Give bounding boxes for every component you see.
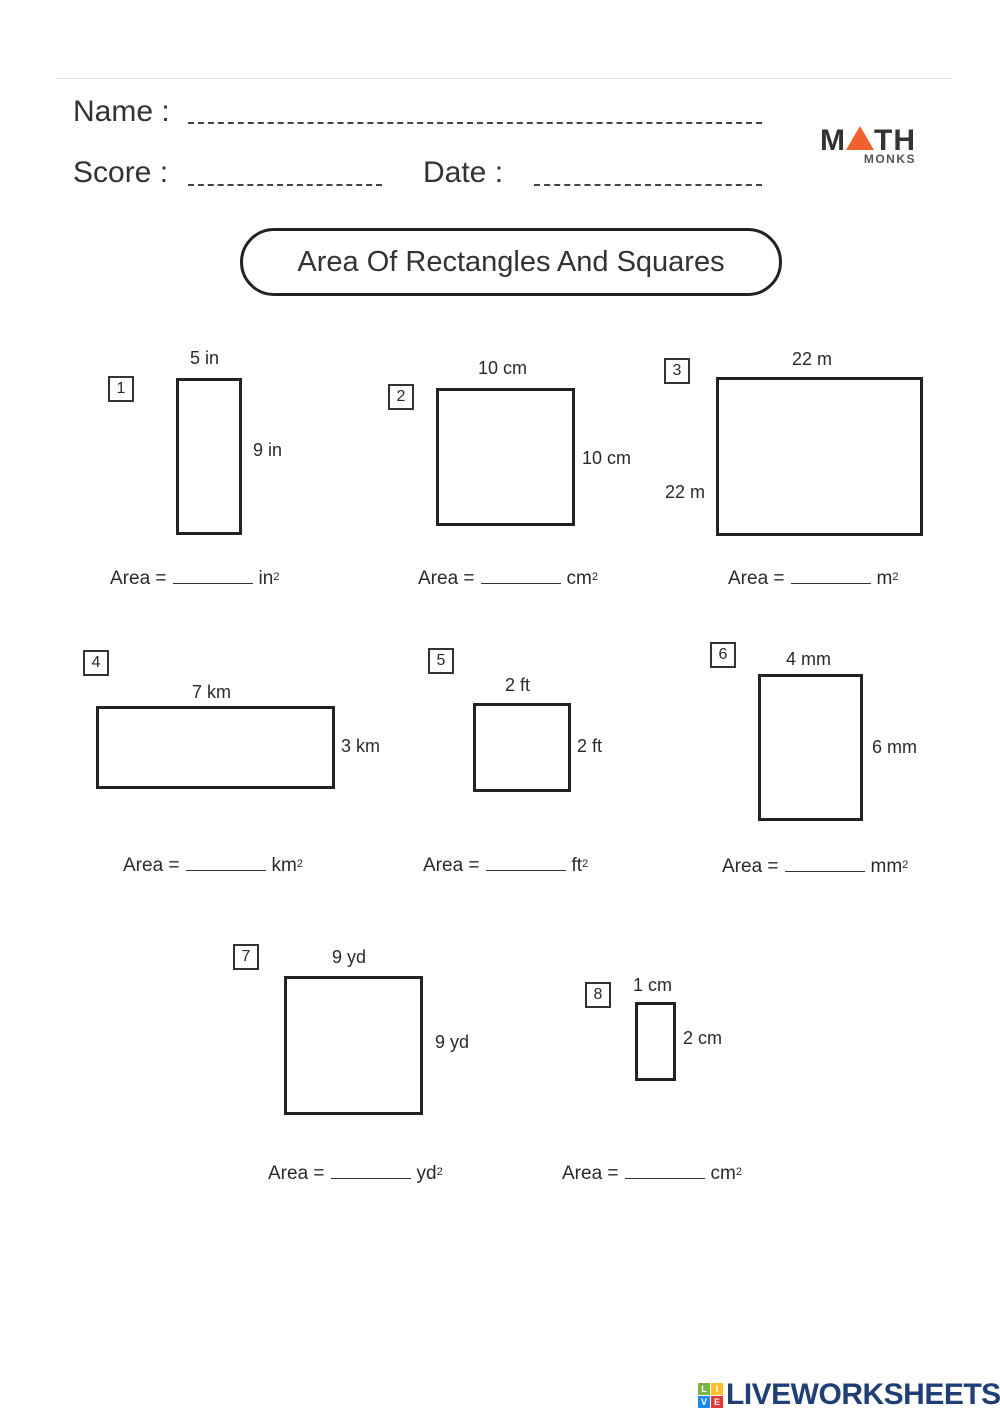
problem-5-top-length: 2 ft <box>505 675 531 695</box>
problem-7-answer-input[interactable] <box>330 1164 411 1179</box>
worksheet-title: Area Of Rectangles And Squares <box>240 228 782 296</box>
problem-3-rectangle <box>716 377 923 536</box>
problem-2-top-length: 10 cm <box>478 358 528 378</box>
problem-2-answer-input[interactable] <box>480 569 561 584</box>
top-divider <box>55 78 953 79</box>
problem-1-rectangle <box>176 378 242 535</box>
problem-number-3: 3 <box>664 358 690 384</box>
area-unit: m <box>876 568 893 589</box>
area-unit: km <box>271 855 297 876</box>
problem-4-rectangle <box>96 706 335 789</box>
badge-letter: I <box>711 1382 723 1395</box>
problem-6-side-length: 6 mm <box>872 737 917 757</box>
problem-7-side-length: 9 yd <box>435 1032 470 1052</box>
unit-exponent: 2 <box>902 859 909 871</box>
problem-8-side-length: 2 cm <box>683 1028 723 1048</box>
area-label: Area = <box>123 855 180 876</box>
unit-exponent: 2 <box>436 1166 443 1178</box>
problem-6-top-length: 4 mm <box>786 649 831 669</box>
score-label: Score : <box>73 156 169 189</box>
problem-1-side-length: 9 in <box>253 440 283 460</box>
problem-number-1: 1 <box>108 376 134 402</box>
unit-exponent: 2 <box>273 571 280 583</box>
badge-letter: E <box>711 1395 723 1408</box>
unit-exponent: 2 <box>296 858 303 870</box>
unit-exponent: 2 <box>892 571 899 583</box>
problem-7-rectangle <box>284 976 423 1115</box>
logo-triangle-icon <box>846 126 874 150</box>
area-unit: mm <box>870 856 903 877</box>
area-label: Area = <box>728 568 785 589</box>
date-field[interactable] <box>534 184 762 186</box>
problem-7-top-length: 9 yd <box>332 947 367 967</box>
problem-8-rectangle <box>635 1002 676 1081</box>
problem-number-6: 6 <box>710 642 736 668</box>
problem-number-2: 2 <box>388 384 414 410</box>
unit-exponent: 2 <box>735 1166 742 1178</box>
problem-6-answer-input[interactable] <box>784 857 865 872</box>
area-label: Area = <box>268 1163 325 1184</box>
name-label: Name : <box>73 95 170 128</box>
area-unit: cm <box>710 1163 736 1184</box>
area-label: Area = <box>423 855 480 876</box>
badge-letter: V <box>698 1395 710 1408</box>
area-unit: yd <box>416 1163 437 1184</box>
score-field[interactable] <box>188 184 382 186</box>
problem-4-side-length: 3 km <box>341 736 381 756</box>
problem-4-answer-input[interactable] <box>185 856 266 871</box>
problem-number-8: 8 <box>585 982 611 1008</box>
area-label: Area = <box>418 568 475 589</box>
area-label: Area = <box>562 1163 619 1184</box>
problem-3-top-length: 22 m <box>792 349 833 369</box>
logo-text-left: M <box>820 124 846 157</box>
problem-5-rectangle <box>473 703 571 792</box>
logo-subtext: MONKS <box>863 152 916 166</box>
area-unit: cm <box>566 568 592 589</box>
problem-number-4: 4 <box>83 650 109 676</box>
problem-1-answer-input[interactable] <box>172 569 253 584</box>
problem-5-answer-input[interactable] <box>485 856 566 871</box>
problem-2-side-length: 10 cm <box>582 448 632 468</box>
problem-3-side-length: 22 m <box>665 482 706 502</box>
problem-8-top-length: 1 cm <box>633 975 673 995</box>
logo-text-right: TH <box>874 124 916 157</box>
problem-number-7: 7 <box>233 944 259 970</box>
area-label: Area = <box>110 568 167 589</box>
problem-3-answer-input[interactable] <box>790 569 871 584</box>
area-unit: in <box>258 568 274 589</box>
area-unit: ft <box>571 855 583 876</box>
liveworksheets-brand: LIVEWORKSHEETS <box>726 1378 1000 1411</box>
unit-exponent: 2 <box>591 571 598 583</box>
problem-6-rectangle <box>758 674 863 821</box>
problem-4-top-length: 7 km <box>192 682 232 702</box>
problem-5-side-length: 2 ft <box>577 736 603 756</box>
problem-1-top-length: 5 in <box>190 348 220 368</box>
date-label: Date : <box>423 156 504 189</box>
problem-2-rectangle <box>436 388 575 526</box>
problem-8-answer-input[interactable] <box>624 1164 705 1179</box>
problem-number-5: 5 <box>428 648 454 674</box>
badge-letter: L <box>698 1382 710 1395</box>
area-label: Area = <box>722 856 779 877</box>
unit-exponent: 2 <box>582 858 589 870</box>
math-monks-logo: M TH MONKS <box>820 124 916 166</box>
name-field[interactable] <box>188 122 762 124</box>
